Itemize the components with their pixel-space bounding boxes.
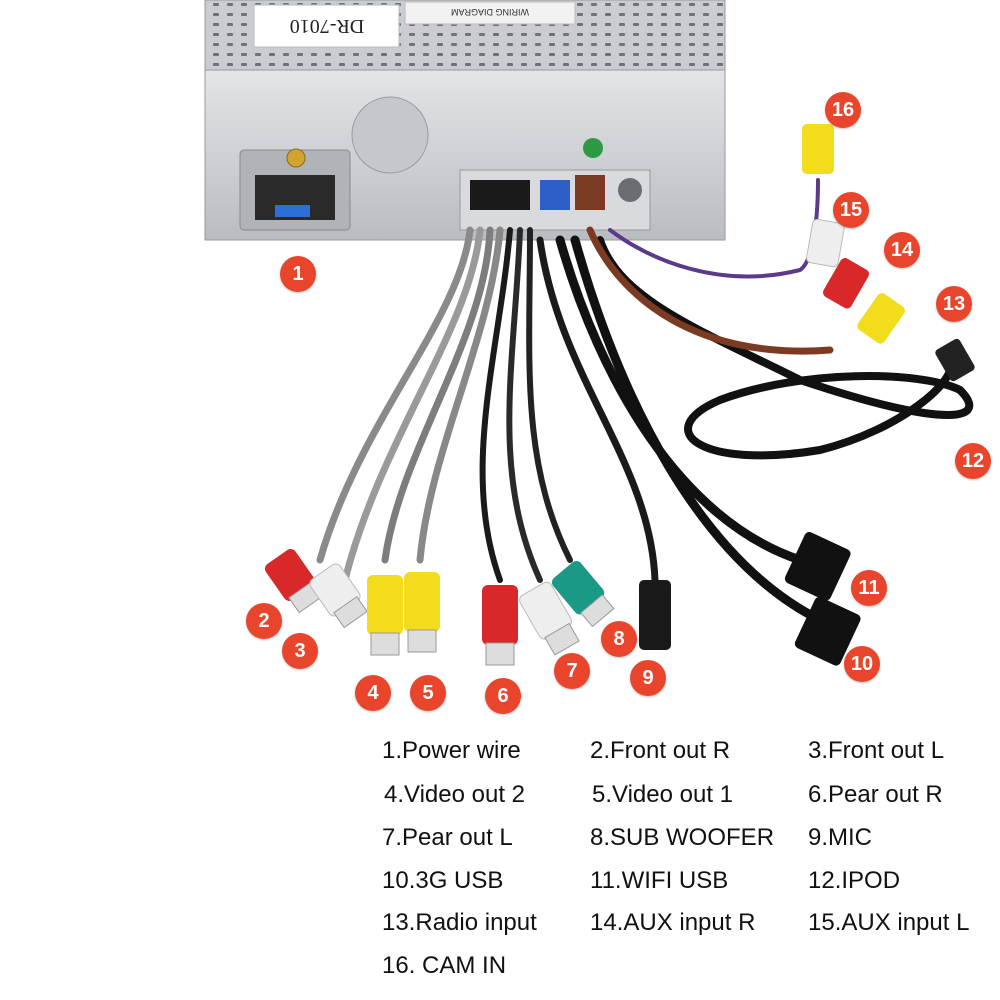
legend-item-3: 3.Front out L — [808, 737, 945, 764]
rca-cam-in — [802, 124, 834, 174]
badge-5: 5 — [410, 675, 446, 711]
badge-7: 7 — [554, 653, 590, 689]
legend-item-10: 10.3G USB — [382, 867, 504, 894]
legend-item-1: 1.Power wire — [382, 737, 521, 764]
rca-pear-out-r — [482, 585, 518, 666]
rca-aux-input-l — [806, 218, 845, 268]
badge-9: 9 — [630, 660, 666, 696]
badge-8: 8 — [601, 621, 637, 657]
rca-front-out-l — [309, 563, 368, 629]
legend-item-4: 4.Video out 2 — [384, 781, 526, 808]
legend-item-8: 8.SUB WOOFER — [590, 824, 775, 851]
badge-12: 12 — [955, 443, 991, 479]
wiring-diagram-sticker-text: WIRING DIAGRAM — [451, 7, 529, 17]
legend-item-16: 16. CAM IN — [382, 952, 507, 979]
legend-item-11: 11.WIFI USB — [590, 867, 729, 894]
wiring-diagram-sticker: WIRING DIAGRAM — [404, 1, 576, 25]
legend-item-14: 14.AUX input R — [590, 909, 756, 936]
rca-pear-out-l — [519, 581, 580, 656]
badge-16: 16 — [825, 92, 861, 128]
model-label: DR-7010 — [290, 15, 364, 37]
rca-radio-input — [857, 293, 905, 344]
legend-item-2: 2.Front out R — [590, 737, 731, 764]
badge-10: 10 — [844, 646, 880, 682]
rca-video-out-2 — [367, 575, 403, 656]
cable-bundle — [316, 178, 974, 625]
legend-item-6: 6.Pear out R — [808, 781, 943, 808]
model-label-sticker: DR-7010 — [253, 4, 400, 48]
badge-2: 2 — [246, 603, 282, 639]
badge-14: 14 — [884, 232, 920, 268]
badge-11: 11 — [851, 570, 887, 606]
badge-4: 4 — [355, 675, 391, 711]
mic-jack — [639, 580, 671, 650]
usb-3g — [794, 596, 861, 666]
rca-video-out-1 — [404, 572, 440, 653]
badge-3: 3 — [282, 633, 318, 669]
legend-item-12: 12.IPOD — [808, 867, 901, 894]
legend-item-9: 9.MIC — [808, 824, 873, 851]
legend-item-5: 5.Video out 1 — [592, 781, 734, 808]
legend-item-7: 7.Pear out L — [382, 824, 513, 851]
badge-15: 15 — [833, 192, 869, 228]
legend-item-13: 13.Radio input — [382, 909, 537, 936]
badge-6: 6 — [485, 678, 521, 714]
usb-wifi — [784, 531, 851, 601]
badge-13: 13 — [936, 286, 972, 322]
wiring-diagram: DR-7010 WIRING DIAGRAM — [204, 0, 975, 666]
ipod-connector — [935, 338, 975, 382]
badge-1: 1 — [280, 256, 316, 292]
rca-aux-input-r — [822, 258, 870, 309]
rca-sub-woofer — [551, 560, 615, 628]
legend-item-15: 15.AUX input L — [808, 909, 970, 936]
head-unit-chassis — [204, 0, 726, 241]
